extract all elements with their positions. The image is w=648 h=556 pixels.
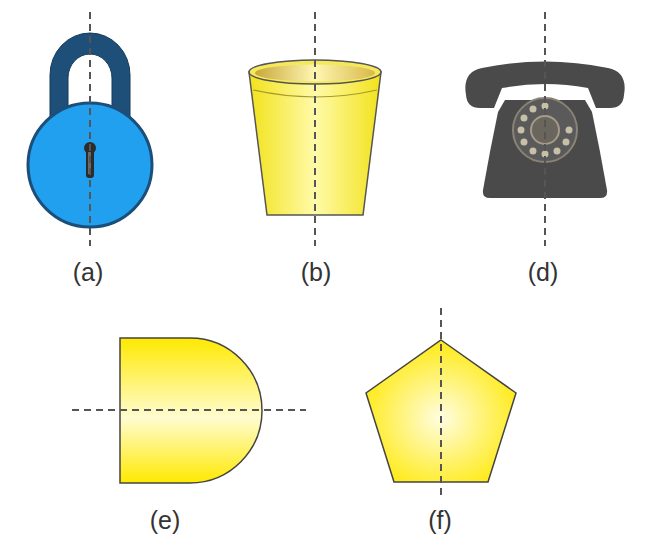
symmetry-axes	[72, 12, 545, 500]
figure-label: (d)	[528, 260, 559, 285]
figure-label: (b)	[301, 260, 332, 285]
figure-label: (f)	[428, 508, 452, 533]
figure-label: (e)	[150, 508, 181, 533]
figure-label: (a)	[73, 260, 104, 285]
telephone	[465, 62, 624, 199]
